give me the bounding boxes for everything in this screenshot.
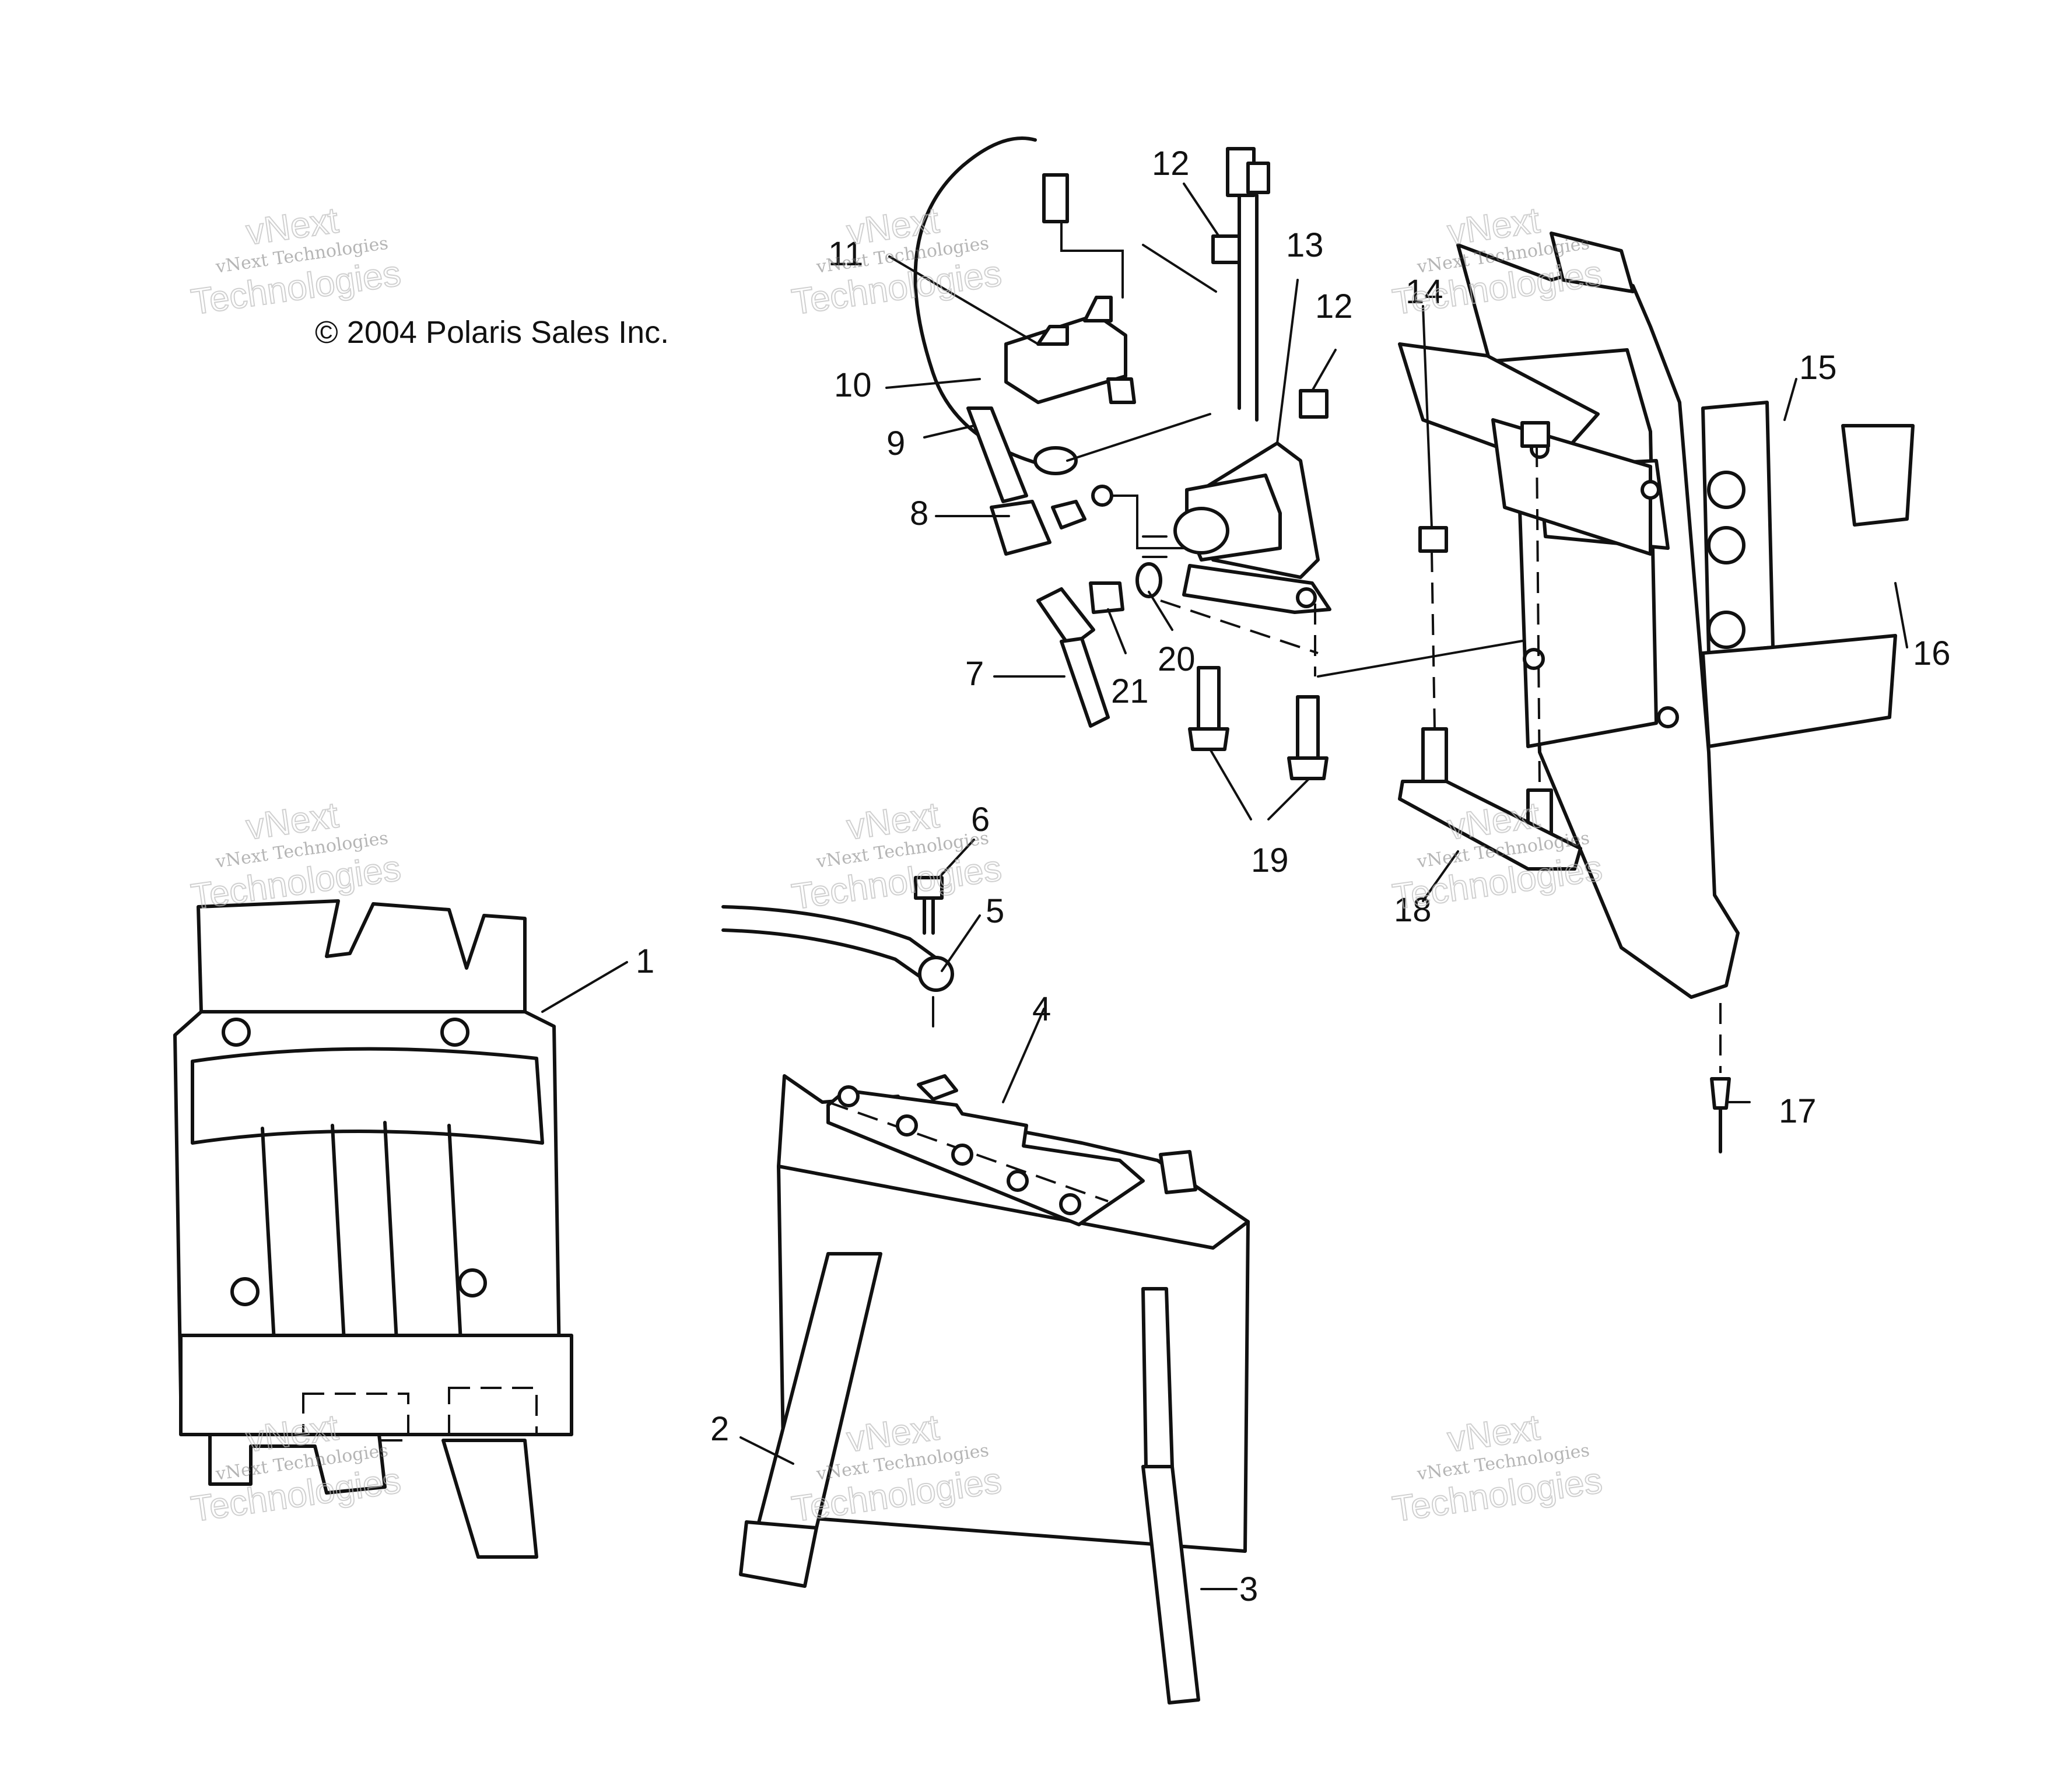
callout-20: 20: [1158, 640, 1196, 678]
callout-14: 14: [1405, 273, 1443, 311]
callout-3: 3: [1239, 1570, 1258, 1608]
part-17-rivet: [1710, 1003, 1731, 1153]
part-1-battery-holder: [173, 899, 573, 1559]
part-3-vent-hose: [1141, 1287, 1200, 1705]
part-5-cable-and-6-bolt: [721, 876, 954, 1027]
callout-7: 7: [965, 655, 984, 693]
watermark-top-center: vNext vNext Technologies Technologies: [788, 199, 1004, 323]
part-11-relay-and-wire: [913, 136, 1217, 468]
callout-19: 19: [1251, 841, 1289, 879]
callout-18: 18: [1394, 891, 1432, 929]
part-15-bracket: [1398, 232, 1915, 999]
callout-8: 8: [910, 495, 928, 532]
part-8-9-10-terminal-lead: [966, 406, 1211, 556]
callout-10: 10: [834, 366, 872, 404]
callout-11: 11: [828, 235, 863, 273]
callout-9: 9: [886, 425, 905, 462]
part-2-strap: [739, 1252, 882, 1588]
callout-6: 6: [971, 801, 990, 839]
callout-12-top: 12: [1152, 145, 1190, 183]
part-4-battery: [777, 1074, 1250, 1553]
callout-12-right: 12: [1315, 287, 1353, 325]
copyright-text: © 2004 Polaris Sales Inc.: [315, 315, 669, 350]
callout-5: 5: [986, 892, 1004, 930]
callout-17: 17: [1779, 1092, 1817, 1130]
callout-16: 16: [1913, 634, 1951, 672]
part-12-nuts: [1211, 234, 1329, 419]
callout-15: 15: [1799, 349, 1837, 387]
watermark-top-left: vNext vNext Technologies Technologies: [188, 199, 404, 323]
part-14-nuts: [1418, 421, 1550, 788]
leader-lines: [541, 183, 1908, 1590]
part-18-plate: [1398, 727, 1582, 871]
callout-21: 21: [1111, 672, 1149, 710]
callout-1: 1: [636, 942, 654, 980]
watermark-mid-left: vNext vNext Technologies Technologies: [188, 794, 404, 918]
callout-numbers: 1 2 3 4 5 6 7 8 9 10 11 12 12 13 14 15 1…: [636, 145, 1951, 1608]
callout-4: 4: [1032, 990, 1051, 1028]
callout-13: 13: [1286, 226, 1324, 264]
part-19-bolts: [1188, 604, 1587, 780]
part-13-solenoid: [1142, 147, 1331, 614]
part-7-20-21-cable-nut-washer: [1036, 562, 1319, 728]
callout-2: 2: [710, 1410, 729, 1448]
watermark-bottom-right: vNext vNext Technologies Technologies: [1389, 1407, 1605, 1530]
